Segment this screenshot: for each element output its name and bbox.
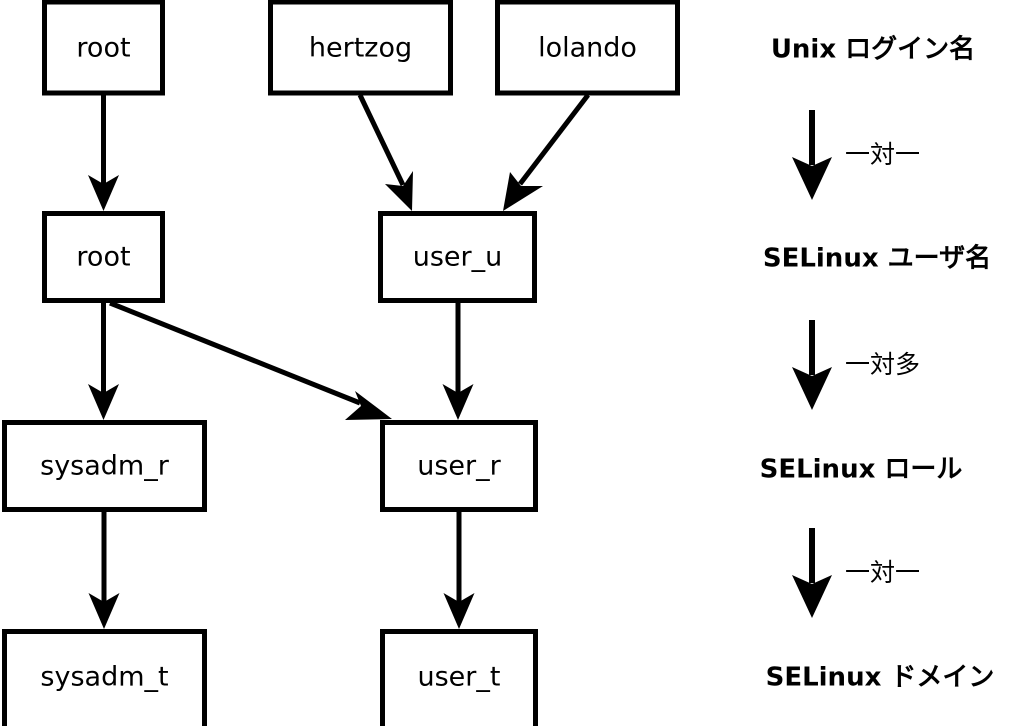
node-label: sysadm_t	[40, 662, 168, 693]
node-label: hertzog	[309, 33, 412, 64]
legend-arrow-one-to-many-role	[792, 320, 832, 410]
edge-user-u-to-user-r	[442, 303, 474, 420]
node-login-root[interactable]: root	[42, 0, 165, 96]
node-label: user_u	[413, 242, 503, 273]
relation-label-one-to-many-role: 一対多	[845, 350, 920, 379]
level-label-unix-login: Unix ログイン名	[771, 34, 975, 65]
node-seuser-root[interactable]: root	[42, 211, 165, 303]
edge-sysadm-r-to-sysadm-t	[88, 512, 120, 629]
edge-user-r-to-user-t	[443, 512, 475, 629]
edge-lolando-to-user-u	[503, 93, 590, 211]
node-domain-sysadm-t[interactable]: sysadm_t	[2, 629, 207, 726]
level-label-selinux-role: SELinux ロール	[760, 455, 963, 485]
node-label: user_t	[418, 662, 501, 693]
edge-hertzog-to-user-u	[357, 93, 413, 211]
legend-arrow-one-to-one-user	[792, 110, 832, 200]
node-role-sysadm-r[interactable]: sysadm_r	[2, 420, 207, 512]
node-seuser-user-u[interactable]: user_u	[378, 211, 537, 303]
node-label: root	[76, 242, 130, 273]
node-label: sysadm_r	[40, 451, 170, 482]
level-label-selinux-domain: SELinux ドメイン	[766, 663, 995, 693]
relation-label-one-to-one-user: 一対一	[845, 140, 920, 169]
level-label-selinux-user: SELinux ユーザ名	[763, 243, 991, 274]
node-login-lolando[interactable]: lolando	[495, 0, 680, 96]
edge-root-to-root	[88, 95, 119, 211]
relation-label-one-to-one-domain: 一対一	[845, 558, 920, 587]
node-domain-user-t[interactable]: user_t	[380, 629, 538, 726]
legend-arrow-one-to-one-domain	[792, 528, 832, 618]
node-login-hertzog[interactable]: hertzog	[268, 0, 453, 96]
node-label: user_r	[417, 451, 501, 482]
node-role-user-r[interactable]: user_r	[380, 420, 538, 512]
node-label: lolando	[538, 33, 637, 64]
edge-root-to-sysadm-r	[88, 303, 119, 420]
edge-root-to-user-r	[109, 300, 392, 420]
node-label: root	[76, 33, 130, 64]
